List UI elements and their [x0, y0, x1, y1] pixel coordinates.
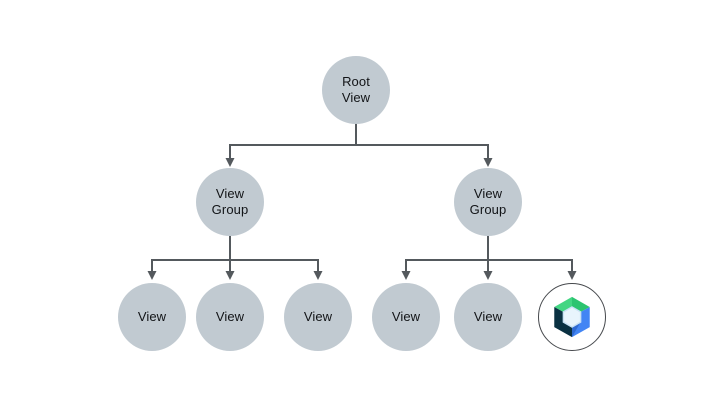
node-view-leaf-2: View [196, 283, 264, 351]
arrowhead-icons [147, 158, 577, 280]
node-compose-leaf [538, 283, 606, 351]
jetpack-compose-logo-icon [554, 296, 590, 338]
node-view-leaf-4: View [372, 283, 440, 351]
node-view-leaf-3: View [284, 283, 352, 351]
node-view-leaf-1: View [118, 283, 186, 351]
node-view-leaf-5: View [454, 283, 522, 351]
node-view-group-left: View Group [196, 168, 264, 236]
node-root-view: Root View [322, 56, 390, 124]
node-view-group-right: View Group [454, 168, 522, 236]
